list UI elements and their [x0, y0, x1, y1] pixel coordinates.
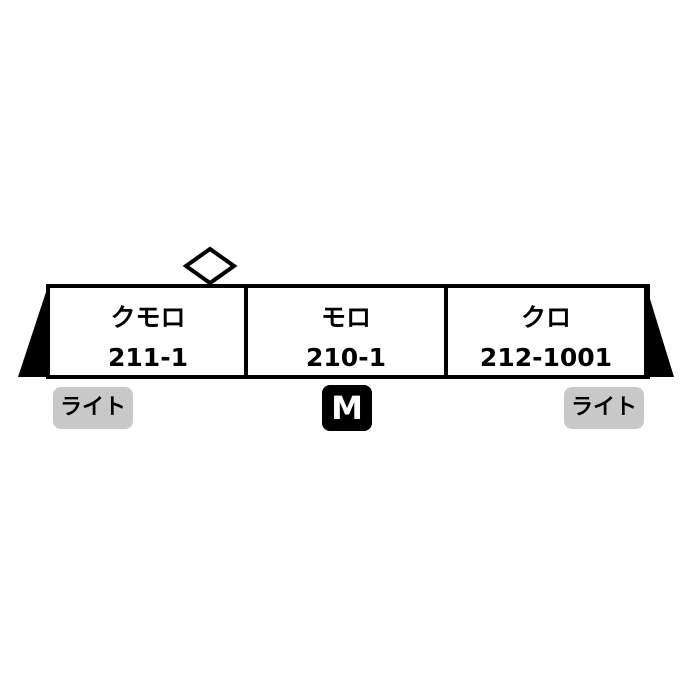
car-2-type: モロ [320, 303, 371, 332]
pantograph-icon [182, 246, 238, 286]
right-cab-nose [644, 286, 674, 377]
left-cab-nose [18, 286, 50, 377]
light-badge-left: ライト [53, 387, 133, 429]
car-3-label: クロ 212-1001 [448, 303, 644, 373]
car-3-number: 212-1001 [479, 343, 613, 372]
light-badge-right: ライト [564, 387, 644, 429]
car-1-number: 211-1 [108, 343, 188, 372]
car-3-type: クロ [520, 303, 571, 332]
motor-badge: M [322, 385, 372, 431]
car-1-label: クモロ 211-1 [50, 303, 246, 373]
car-1-type: クモロ [110, 303, 186, 332]
car-2-number: 210-1 [306, 343, 386, 372]
car-2-label: モロ 210-1 [248, 303, 444, 373]
